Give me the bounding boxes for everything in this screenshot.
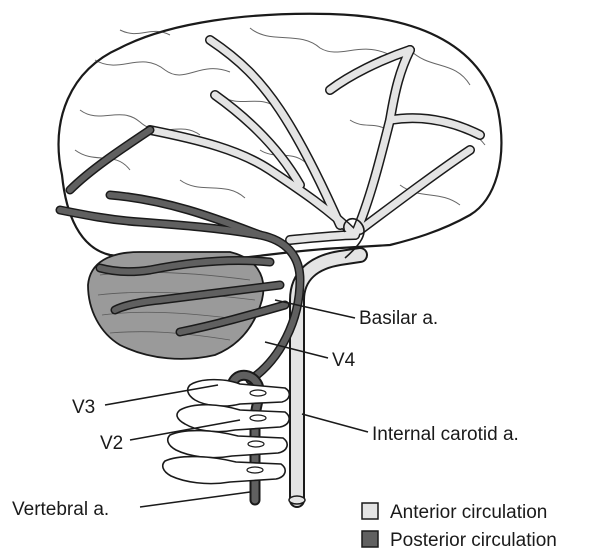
- vertebra-c4: [163, 457, 285, 484]
- legend-swatch-anterior: [362, 503, 378, 519]
- internal-carotid-artery: [297, 255, 360, 500]
- leader-vertebral: [140, 492, 250, 507]
- label-v2: V2: [100, 433, 123, 454]
- vertebra-c3: [168, 431, 287, 458]
- legend-label-anterior: Anterior circulation: [390, 502, 547, 523]
- label-v4: V4: [332, 350, 356, 371]
- vertebra-c1: [188, 380, 290, 406]
- leader-internal-carotid: [302, 414, 368, 432]
- legend-label-posterior: Posterior circulation: [390, 530, 557, 551]
- label-vertebral-artery: Vertebral a.: [12, 499, 109, 520]
- internal-carotid-artery-outline: [297, 255, 360, 500]
- label-internal-carotid-artery: Internal carotid a.: [372, 424, 519, 445]
- legend: Anterior circulation Posterior circulati…: [362, 502, 557, 551]
- cervical-vertebrae: [163, 380, 290, 484]
- label-v3: V3: [72, 397, 95, 418]
- vertebra-c2: [177, 405, 289, 432]
- legend-swatch-posterior: [362, 531, 378, 547]
- internal-carotid-end: [289, 496, 305, 504]
- label-basilar-artery: Basilar a.: [359, 308, 438, 329]
